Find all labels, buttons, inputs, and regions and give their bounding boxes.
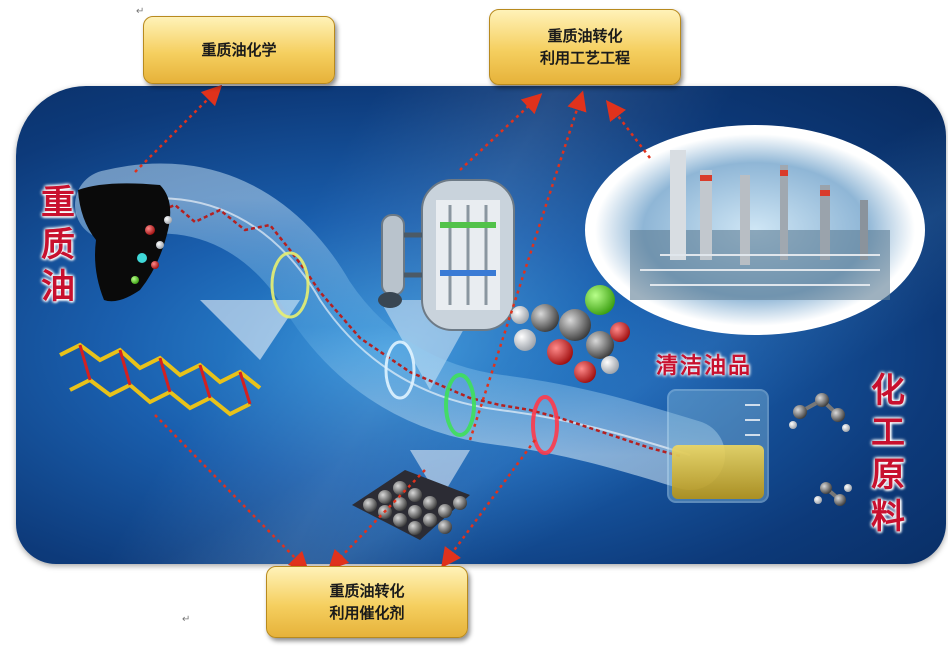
callout-text-line1: 重质油转化 [547, 27, 623, 45]
small-molecule-icon [789, 393, 852, 506]
label-chemical-feedstock: 化 工 原 料 [866, 370, 910, 538]
catalyst-cluster-icon [352, 470, 470, 540]
molecule-icon [511, 285, 630, 383]
label-char: 重 [41, 183, 75, 223]
heavy-oil-blob [78, 183, 171, 302]
connector-arrows [134, 84, 651, 573]
refinery-photo [585, 125, 925, 335]
callout-text-line2: 利用催化剂 [329, 604, 405, 622]
label-char: 原 [871, 455, 905, 495]
tube-ring [384, 340, 416, 400]
label-char: 质 [41, 225, 75, 265]
beaker-icon [667, 389, 769, 503]
light-beam [410, 450, 470, 500]
tube-ring [270, 251, 310, 319]
reactor-icon [378, 179, 515, 331]
callout-text-line1: 重质油转化 [329, 582, 405, 600]
callout-heavy-oil-chemistry: 重质油化学 [143, 16, 335, 84]
callout-catalyst: 重质油转化 利用催化剂 [266, 566, 468, 638]
tube-ring [531, 395, 559, 455]
tube-ring [444, 373, 476, 437]
paragraph-mark: ↵ [182, 614, 191, 625]
label-char: 油 [41, 267, 75, 307]
label-char: 化 [871, 371, 905, 411]
label-clean-oil: 清洁油品 [656, 354, 753, 379]
label-char: 料 [871, 497, 905, 537]
callout-text-line2: 利用工艺工程 [539, 49, 630, 67]
label-char: 工 [871, 413, 905, 453]
light-beam [200, 300, 300, 360]
zeolite-lattice [59, 342, 262, 417]
heavy-oil-molecules [131, 216, 172, 284]
callout-text: 重质油化学 [201, 41, 277, 59]
callout-process-engineering: 重质油转化 利用工艺工程 [489, 9, 681, 85]
paragraph-mark: ↵ [136, 6, 145, 17]
label-heavy-oil: 重 质 油 [36, 182, 80, 308]
